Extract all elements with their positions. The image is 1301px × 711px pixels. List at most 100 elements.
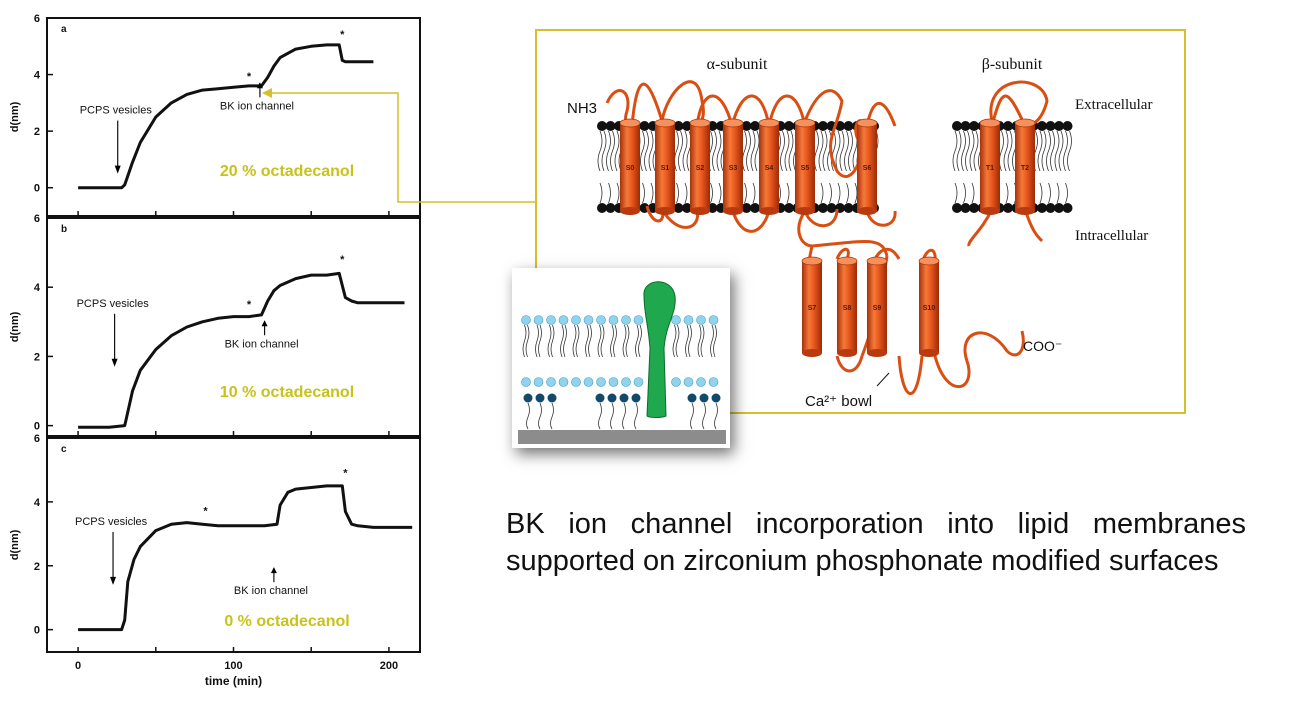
lipid-tail xyxy=(648,130,654,172)
y-tick-label: 0 xyxy=(34,625,40,637)
helix-S8 xyxy=(837,261,857,353)
inset-head-bottom xyxy=(608,377,619,387)
inset-anchor-head xyxy=(535,393,545,403)
lipid-head-bottom xyxy=(952,203,962,213)
y-tick-label: 6 xyxy=(34,213,40,225)
inset-head-bottom xyxy=(633,377,644,387)
inset-tail xyxy=(672,324,680,358)
inset-anchor-head xyxy=(619,393,629,403)
lipid-tail xyxy=(601,130,607,172)
inset-tail xyxy=(560,324,567,358)
lipid-tail xyxy=(1067,130,1072,172)
lipid-head-top xyxy=(673,121,684,131)
lipid-tail xyxy=(718,182,722,204)
lipid-head-top xyxy=(784,121,794,131)
lipid-tail xyxy=(608,182,611,204)
lipid-head-top xyxy=(818,121,828,131)
series-line xyxy=(78,43,374,190)
lipid-head-top xyxy=(741,121,752,131)
lipid-tail xyxy=(1048,182,1051,204)
inset-head-bottom xyxy=(621,377,631,387)
lipid-head-top xyxy=(750,121,760,131)
lipid-tail xyxy=(1041,130,1047,172)
lipid-tail xyxy=(973,130,979,172)
inset-head-bottom xyxy=(558,377,569,387)
lipid-tail xyxy=(829,182,832,204)
helix-label: S7 xyxy=(808,305,817,312)
lipid-tail xyxy=(965,130,970,172)
lipid-tail xyxy=(1003,130,1009,172)
inset-head-top xyxy=(708,315,719,325)
helix-bottom xyxy=(759,207,779,215)
panel-letter: b xyxy=(61,224,67,235)
helix-S3 xyxy=(723,123,743,211)
helix-bottom xyxy=(655,207,675,215)
helix-top xyxy=(801,256,823,266)
lipid-head-bottom xyxy=(750,203,760,213)
lipid-tail xyxy=(956,130,962,172)
helix-S1 xyxy=(655,123,675,211)
lipid-tail xyxy=(778,182,781,204)
inset-head-bottom xyxy=(546,377,556,387)
lipid-head-top xyxy=(1003,121,1013,131)
y-tick-label: 6 xyxy=(34,13,40,25)
lipid-head-top xyxy=(1054,121,1064,131)
inset-head-bottom xyxy=(533,377,544,387)
annotation-bk: BK ion channel xyxy=(225,338,299,350)
inset-head-bottom xyxy=(671,377,681,387)
lipid-tail xyxy=(1058,130,1064,172)
series-line xyxy=(78,271,405,429)
x-tick-label: 100 xyxy=(224,660,242,672)
lipid-head-bottom xyxy=(969,203,979,213)
annotation-arrowhead xyxy=(261,320,268,327)
lipid-head-bottom xyxy=(843,203,854,213)
lipid-tail xyxy=(684,182,688,204)
inset-head-top xyxy=(521,315,531,325)
inset-anchor-head xyxy=(547,393,557,403)
lipid-tail xyxy=(835,130,841,172)
lipid-tail xyxy=(644,130,649,172)
inset-head-top xyxy=(671,315,681,325)
inset-tail xyxy=(522,324,530,358)
star-marker: * xyxy=(343,467,348,479)
lipid-head-bottom xyxy=(741,203,752,213)
helix-label: S2 xyxy=(696,165,705,172)
lipid-tail xyxy=(963,182,966,204)
lipid-tail xyxy=(1054,130,1060,172)
lipid-tail xyxy=(750,130,756,172)
inset-head-bottom xyxy=(683,377,694,387)
annotation-arrowhead xyxy=(114,165,121,174)
inset-substrate xyxy=(518,430,726,444)
inset-tail xyxy=(597,324,605,358)
lipid-tail xyxy=(961,130,966,172)
lipid-tail xyxy=(682,130,688,172)
inset-head-top xyxy=(558,315,569,325)
lipid-head-bottom xyxy=(1003,203,1013,213)
nh3-label: NH3 xyxy=(567,100,597,117)
inset-protein xyxy=(643,281,676,418)
x-axis-label: time (min) xyxy=(205,674,262,688)
y-tick-label: 6 xyxy=(34,433,40,445)
lipid-head-top xyxy=(1037,121,1047,131)
lipid-tail xyxy=(716,130,722,172)
star-marker: * xyxy=(340,29,345,41)
lipid-tail xyxy=(744,182,747,204)
figure-caption: BK ion channel incorporation into lipid … xyxy=(506,508,1246,577)
helix-top xyxy=(689,118,711,128)
helix-top xyxy=(836,256,858,266)
series-line xyxy=(78,484,413,632)
helix-label: T1 xyxy=(986,165,994,172)
inset-tail xyxy=(572,324,580,358)
inset-tail xyxy=(710,324,717,358)
plot-frame xyxy=(46,217,421,437)
protein-loops xyxy=(605,80,1049,396)
lipid-tail xyxy=(837,182,841,204)
helix-top xyxy=(866,256,888,266)
lipid-tail xyxy=(678,130,683,172)
inset-head-bottom xyxy=(583,377,594,387)
y-tick-label: 4 xyxy=(34,70,41,82)
lipid-head-bottom xyxy=(960,203,971,213)
lipid-head-bottom xyxy=(682,203,692,213)
